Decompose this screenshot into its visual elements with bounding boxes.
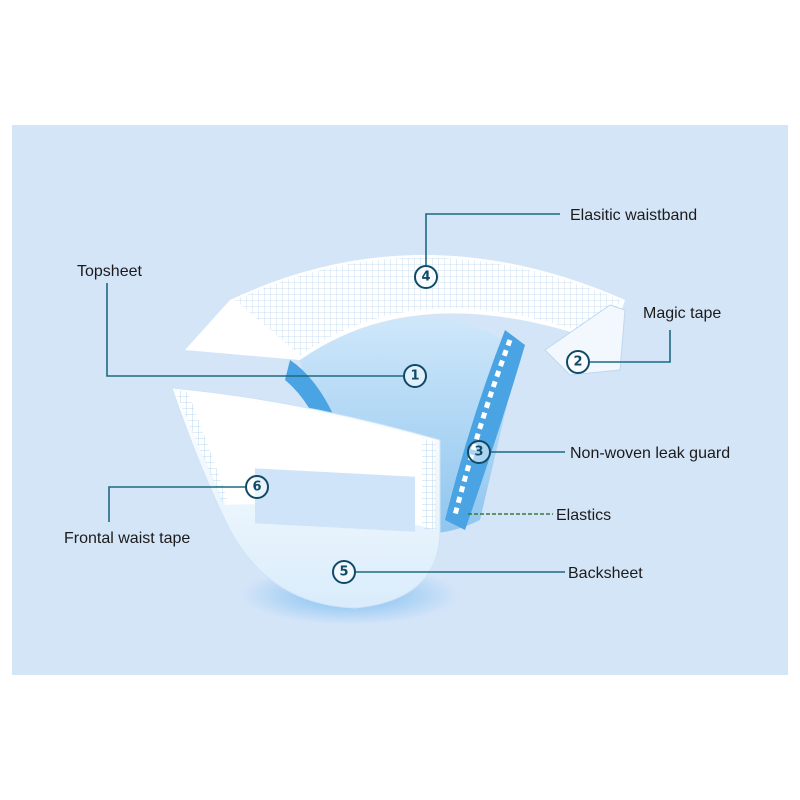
callout-topsheet: 1 Topsheet (77, 263, 427, 388)
callout-backsheet: 5 Backsheet (332, 560, 643, 584)
callout-elastics: Elastics (468, 507, 611, 524)
diaper-illustration (171, 255, 626, 625)
label-backsheet: Backsheet (568, 565, 643, 582)
label-elastic-waistband: Elasitic waistband (570, 207, 697, 224)
number-3: 3 (474, 445, 483, 460)
number-6: 6 (252, 480, 261, 495)
callout-frontal-waist-tape: 6 Frontal waist tape (64, 475, 269, 547)
label-elastics: Elastics (556, 507, 611, 524)
number-1: 1 (410, 369, 419, 384)
number-2: 2 (573, 355, 582, 370)
callout-elastic-waistband: 4 Elasitic waistband (414, 207, 697, 289)
label-magic-tape: Magic tape (643, 305, 721, 322)
callout-magic-tape: 2 Magic tape (566, 305, 721, 374)
label-topsheet: Topsheet (77, 263, 142, 280)
number-5: 5 (339, 565, 348, 580)
callout-leak-guard: 3 Non-woven leak guard (467, 440, 730, 464)
number-4: 4 (421, 270, 430, 285)
label-frontal-waist-tape: Frontal waist tape (64, 530, 190, 547)
label-leak-guard: Non-woven leak guard (570, 445, 730, 462)
